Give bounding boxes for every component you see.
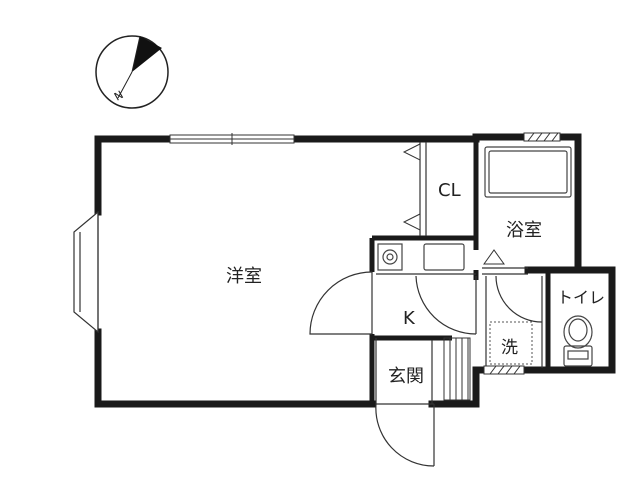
kitchen-sink <box>423 243 465 271</box>
label-washer: 洗 <box>501 338 518 358</box>
window-washer-vent <box>483 365 525 375</box>
interior-walls <box>369 139 551 404</box>
closet-door-markers <box>402 143 421 231</box>
bath-door-marker <box>483 249 505 265</box>
walls <box>94 133 616 408</box>
door-washroom <box>495 275 543 323</box>
north-arrow-icon <box>132 36 162 72</box>
compass: N <box>95 35 169 109</box>
window-top <box>169 133 295 145</box>
label-bathroom: 浴室 <box>506 220 542 241</box>
washer-space <box>489 321 533 365</box>
window-bay-left <box>73 210 99 334</box>
door-kitchen <box>415 275 477 335</box>
label-western-room: 洋室 <box>226 266 262 287</box>
window-bath-vent <box>523 132 561 142</box>
label-closet: CL <box>438 180 461 201</box>
bathtub <box>484 146 572 198</box>
door-western-room <box>309 271 373 335</box>
toilet-fixture <box>563 315 593 367</box>
label-kitchen: K <box>403 308 416 329</box>
doors <box>309 271 543 467</box>
label-entrance: 玄関 <box>388 366 424 387</box>
stove <box>377 243 403 271</box>
entrance-step <box>443 337 471 401</box>
door-entrance <box>375 403 435 467</box>
label-toilet: トイレ <box>557 288 605 307</box>
